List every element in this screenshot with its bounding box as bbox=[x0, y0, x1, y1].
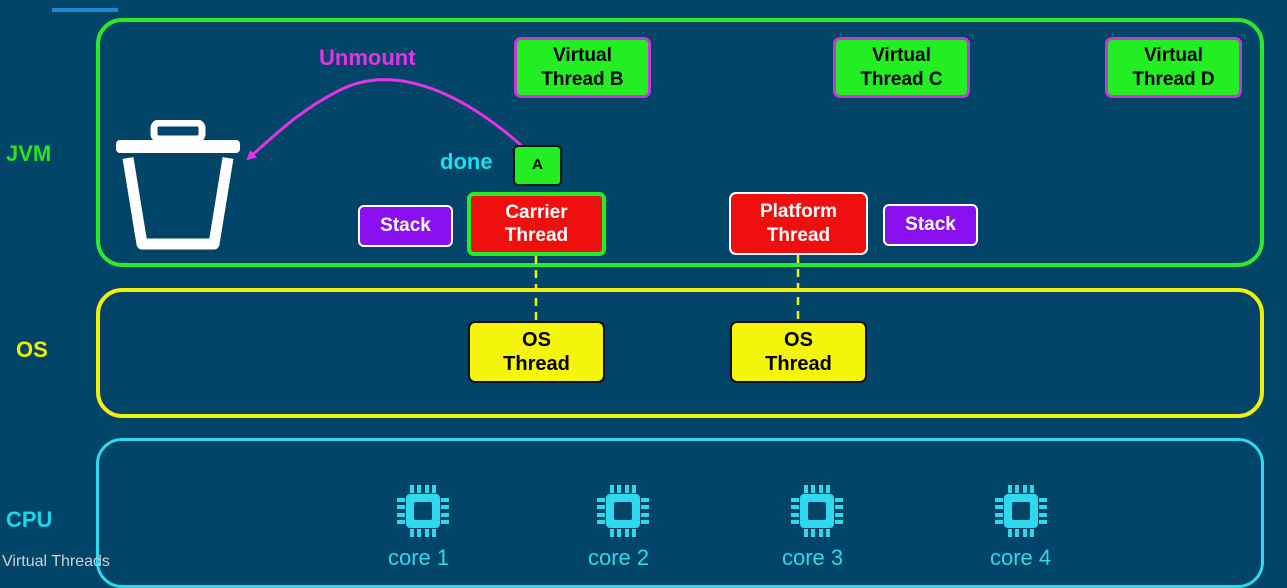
os-layer-label: OS bbox=[16, 337, 48, 362]
cpu-chip-icon bbox=[791, 485, 843, 537]
virtual-thread-d-line1: Virtual bbox=[1144, 45, 1203, 67]
done-label: done bbox=[440, 149, 493, 174]
cpu-layer-label: CPU bbox=[6, 507, 53, 532]
top-accent-bar bbox=[52, 8, 118, 12]
carrier-thread-line2: Thread bbox=[504, 225, 569, 246]
os-thread-2-line1: OS bbox=[784, 328, 813, 351]
platform-thread-line1: Platform bbox=[759, 201, 838, 223]
virtual-thread-c-line2: Thread C bbox=[860, 68, 943, 90]
platform-stack: Stack bbox=[883, 204, 978, 246]
diagram-connectors bbox=[246, 78, 800, 321]
cpu-chip-icon bbox=[397, 485, 449, 537]
virtual-thread-d-line2: Thread D bbox=[1132, 68, 1215, 90]
virtual-thread-a: A bbox=[513, 145, 562, 186]
cpu-chip-icon bbox=[597, 485, 649, 537]
virtual-thread-b-line2: Thread B bbox=[541, 68, 624, 90]
core-label: core 4 bbox=[990, 545, 1052, 570]
carrier-stack: Stack bbox=[358, 205, 453, 247]
unmount-label: Unmount bbox=[319, 45, 416, 70]
unmount-arrow bbox=[246, 78, 523, 161]
core-label: core 3 bbox=[782, 545, 844, 570]
cpu-chip-icon bbox=[995, 485, 1047, 537]
core-label: core 1 bbox=[388, 545, 450, 570]
os-thread-1-line1: OS bbox=[522, 328, 551, 351]
trash-icon bbox=[116, 120, 240, 250]
os-thread-2-line2: Thread bbox=[765, 353, 832, 375]
core-label: core 2 bbox=[588, 545, 650, 570]
carrier-thread-line1: Carrier bbox=[505, 201, 568, 223]
virtual-thread-c-line1: Virtual bbox=[872, 45, 931, 67]
virtual-thread-b-line1: Virtual bbox=[553, 45, 612, 67]
os-thread-1-line2: Thread bbox=[503, 353, 570, 375]
platform-thread-line2: Thread bbox=[766, 224, 831, 246]
jvm-layer-label: JVM bbox=[6, 141, 52, 166]
footer-caption: Virtual Threads bbox=[2, 553, 110, 570]
os-layer bbox=[96, 288, 1264, 418]
jvm-layer bbox=[96, 18, 1264, 267]
